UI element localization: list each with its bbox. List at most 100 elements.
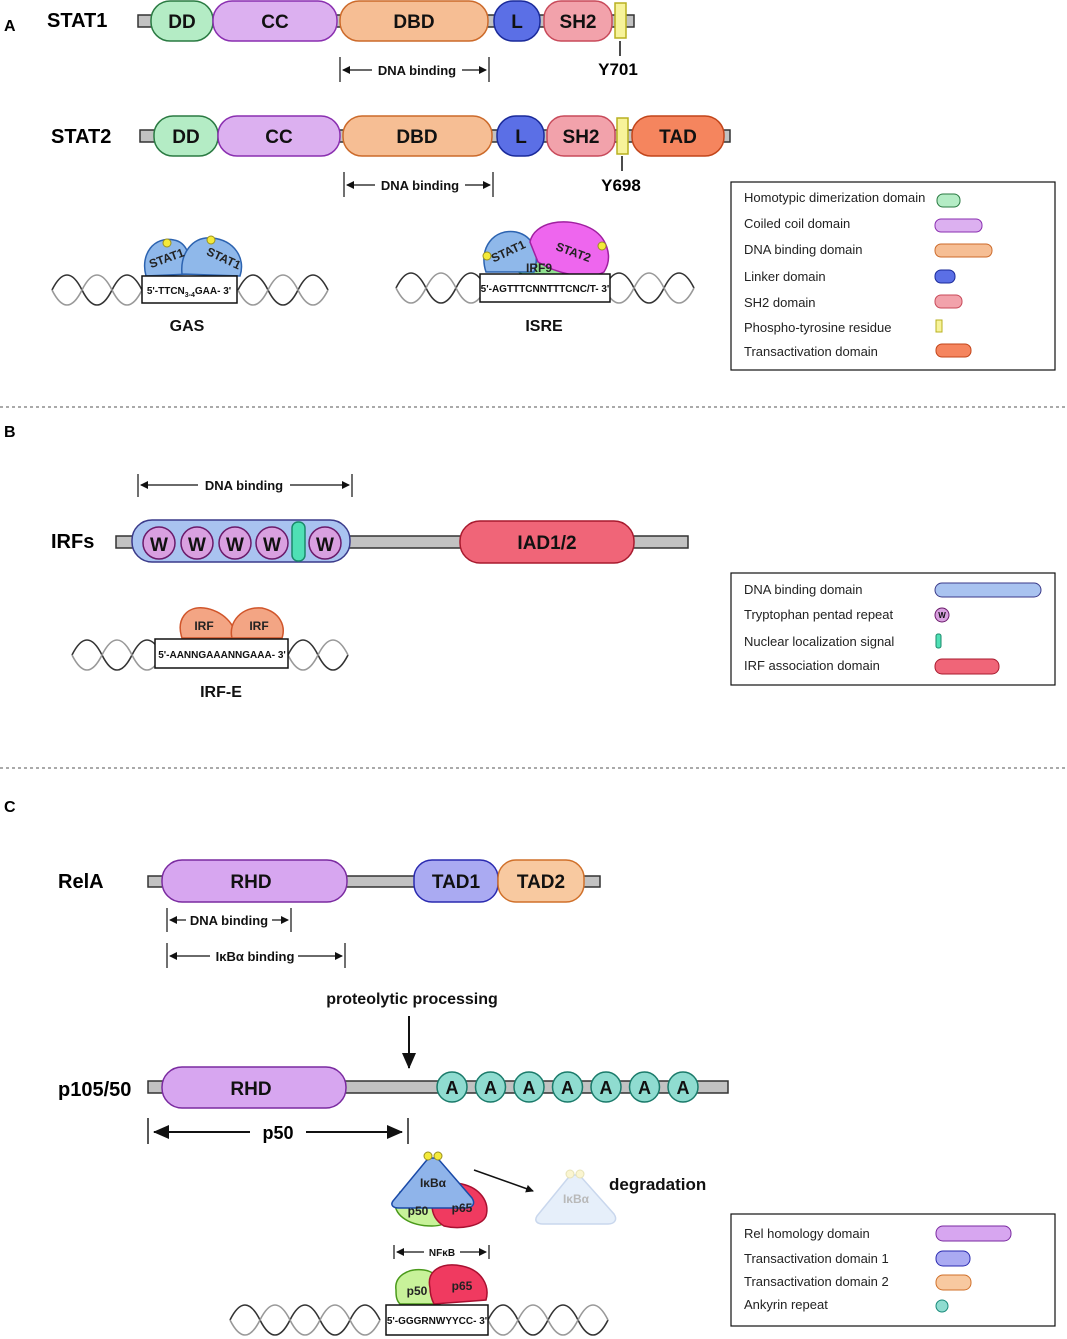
legend-a-swatch-1: [936, 193, 961, 208]
degraded-ikba: IκBα: [535, 1169, 617, 1225]
p105-rhd-domain: [161, 1066, 347, 1109]
stat1-residue-label: Y701: [598, 60, 638, 79]
tryptophan-repeat: [255, 526, 289, 560]
gas-caption: GAS: [170, 318, 205, 335]
nfkb-p65-label: p65: [452, 1279, 473, 1293]
stat2-residue-label: Y698: [601, 176, 641, 195]
legend-a-swatch-3: [934, 243, 993, 258]
legend-a-label-4: Linker domain: [744, 269, 826, 284]
legend-b-swatch-1: [934, 582, 1042, 598]
tryptophan-repeat: [180, 526, 214, 560]
complex-p50-label: p50: [408, 1204, 429, 1218]
legend-c-swatch-1: [935, 1225, 1012, 1242]
legend-c: Rel homology domain Transactivation doma…: [730, 1213, 1056, 1327]
ankyrin-repeat-label: A: [561, 1078, 574, 1098]
tryptophan-repeat: [142, 526, 176, 560]
irfe-sequence-box: [154, 638, 289, 669]
irfe-element: IRF IRF 5'-AANNGAAANNGAAA- 3' IRF-E: [71, 607, 349, 701]
stat2-dna-binding-label: DNA binding: [381, 178, 459, 193]
complex-ikba: [391, 1157, 475, 1209]
nfkb-sequence: 5'-GGGRNWYYCC- 3': [387, 1316, 487, 1327]
legend-a-label-7: Transactivation domain: [744, 344, 878, 359]
p105-rhd-label: RHD: [230, 1079, 271, 1100]
legend-a-swatch-4: [934, 269, 956, 284]
dna-helix-irfe: [71, 639, 349, 671]
rela-rhd-label: RHD: [230, 872, 271, 893]
legend-a-swatch-6: [935, 319, 943, 333]
p105-name: p105/50: [58, 1079, 131, 1101]
legend-b-swatch-3: [935, 633, 942, 649]
irfe-irf-left-label: IRF: [194, 619, 213, 633]
rela-dna-binding-label: DNA binding: [190, 913, 268, 928]
ankyrin-repeat-label: A: [523, 1078, 536, 1098]
ankyrin-repeat-label: A: [638, 1078, 651, 1098]
rela-name: RelA: [58, 871, 104, 893]
rela-backbone: [147, 875, 601, 888]
legend-c-label-2: Transactivation domain 1: [744, 1251, 889, 1266]
irfs-dna-binding-label: DNA binding: [205, 478, 283, 493]
gas-element: STAT1 STAT1 5'-TTCN3-4GAA- 3' GAS: [51, 235, 329, 335]
rela-ikb-binding-label: IκBα binding: [216, 949, 295, 964]
degradation-label: degradation: [609, 1175, 706, 1194]
legend-c-swatch-2: [935, 1250, 971, 1267]
isre-sequence: 5'-AGTTTCNNTTTCNC/T- 3': [481, 284, 610, 295]
stat1-linker-domain: [493, 0, 541, 42]
rela-rhd-domain: [161, 859, 348, 903]
nfkb-sequence-box: [385, 1304, 489, 1336]
ikba-phospho-dot-1: [423, 1151, 433, 1161]
legend-c-label-1: Rel homology domain: [744, 1226, 870, 1241]
stat1-sh2-label: SH2: [560, 12, 597, 33]
panel-label-a: A: [4, 18, 16, 35]
irfs-iad-label: IAD1/2: [517, 533, 576, 554]
stat2-sh2-domain: [546, 115, 616, 157]
stat1-dna-binding-label: DNA binding: [378, 63, 456, 78]
stat2-sh2-label: SH2: [563, 127, 600, 148]
stat2-tad-label: TAD: [659, 127, 697, 148]
stat2-name: STAT2: [51, 126, 111, 148]
processing-label: proteolytic processing: [326, 991, 498, 1008]
legend-b-label-4: IRF association domain: [744, 658, 880, 673]
tryptophan-repeat-label: W: [263, 535, 281, 556]
ankyrin-repeat-label: A: [446, 1078, 459, 1098]
rela-tad2-label: TAD2: [517, 872, 565, 893]
tryptophan-repeat-label: W: [226, 535, 244, 556]
isre-phospho-dot-1: [482, 251, 492, 261]
tryptophan-repeat: [308, 526, 342, 560]
dna-helix-isre: [395, 272, 695, 304]
isre-element: STAT1 STAT2 IRF9 5'-AGTTTCNNTTTCNC/T- 3'…: [395, 221, 695, 335]
legend-a-label-3: DNA binding domain: [744, 242, 863, 257]
isre-stat2: [529, 221, 610, 277]
ankyrin-repeat-label: A: [484, 1078, 497, 1098]
degradation-arrow: [473, 1169, 534, 1193]
isre-sequence-box: [479, 273, 611, 303]
ankyrin-repeat: [590, 1071, 622, 1103]
ankyrin-repeat: [551, 1071, 584, 1103]
stat2-tad-domain: [631, 115, 725, 157]
nfkb-on-dna: p50 p65 5'-GGGRNWYYCC- 3': [229, 1264, 609, 1336]
irfe-irf-right-label: IRF: [249, 619, 268, 633]
legend-a-swatch-7: [935, 343, 972, 358]
gas-sequence-box: [141, 275, 238, 304]
legend-b-label-1: DNA binding domain: [744, 582, 863, 597]
ankyrin-repeat: [436, 1071, 468, 1103]
isre-irf9-label: IRF9: [526, 261, 552, 275]
degraded-ikba-label: IκBα: [563, 1192, 590, 1206]
nfkb-label: NFκB: [429, 1248, 455, 1259]
rela-tad2-domain: [497, 859, 585, 903]
stat2-linker-domain: [496, 115, 545, 157]
stat1-cc-domain: [212, 0, 338, 42]
stat2-dbd-domain: [342, 115, 493, 157]
legend-b: DNA binding domain Tryptophan pentad rep…: [730, 572, 1056, 686]
ikba-phospho-dot-2: [433, 1151, 443, 1161]
panel-label-b: B: [4, 424, 16, 441]
p50-label: p50: [262, 1123, 293, 1143]
isre-caption: ISRE: [525, 318, 563, 335]
gas-phospho-dot-1: [162, 238, 172, 248]
gas-sequence: 5'-TTCN3-4GAA- 3': [147, 286, 231, 299]
legend-c-swatch-3: [935, 1274, 972, 1291]
stat1-name: STAT1: [47, 10, 107, 32]
irfe-irf-right: [230, 607, 284, 639]
irfs-name: IRFs: [51, 531, 94, 553]
